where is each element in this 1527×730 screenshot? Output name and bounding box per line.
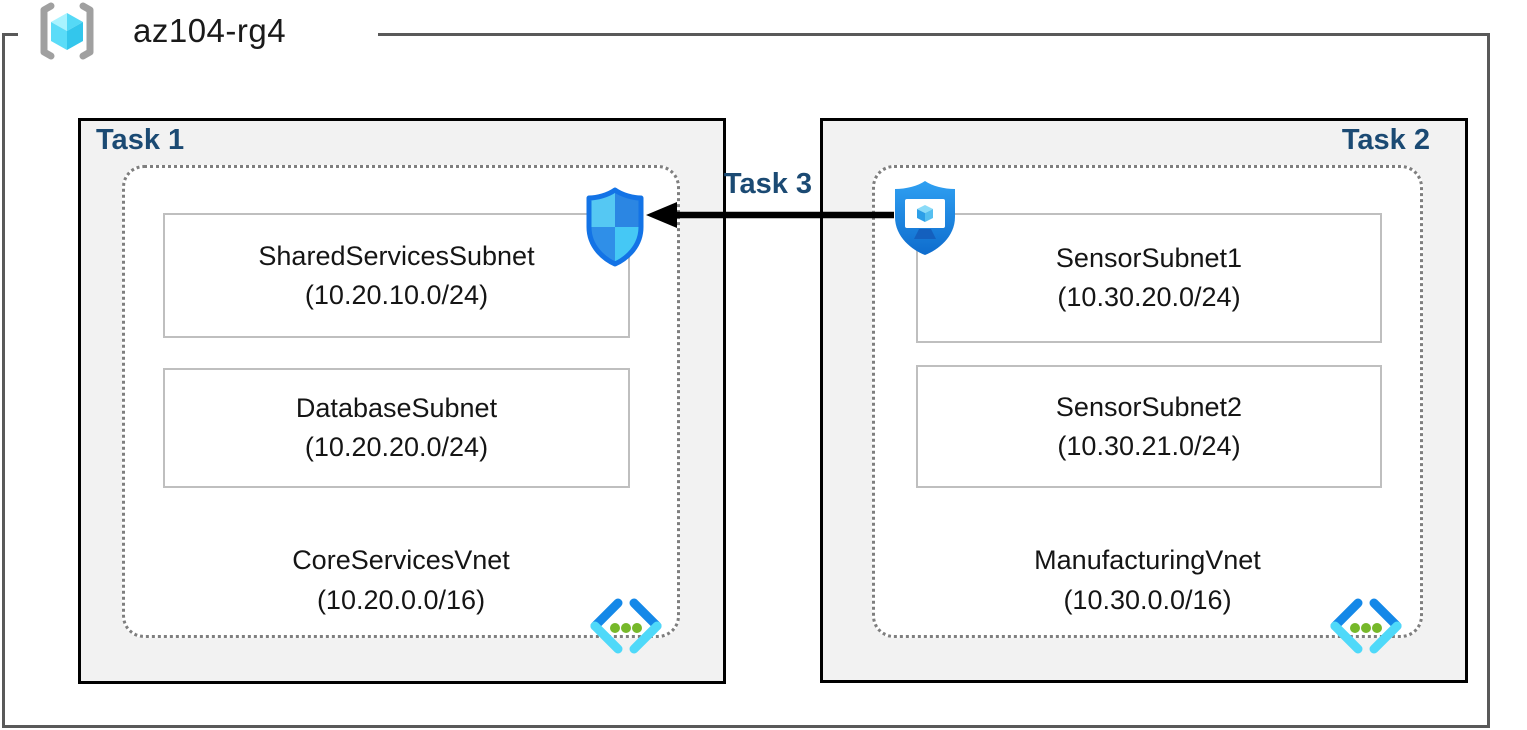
task1-label: Task 1 (96, 124, 185, 156)
vnet-cidr: (10.20.0.0/16) (316, 585, 486, 615)
subnet-cidr: (10.30.21.0/24) (1057, 430, 1241, 461)
left-arrow (646, 202, 894, 228)
subnet-sensor1: SensorSubnet1 (10.30.20.0/24) (916, 213, 1382, 343)
vnet-cidr: (10.30.0.0/16) (1063, 585, 1232, 615)
subnet-cidr: (10.20.20.0/24) (304, 432, 489, 462)
virtual-network-icon (590, 598, 662, 654)
task2-label: Task 2 (1341, 124, 1430, 156)
subnet-sensor2: SensorSubnet2 (10.30.21.0/24) (916, 365, 1382, 488)
vnet2-label: ManufacturingVnet (10.30.0.0/16) (872, 540, 1423, 620)
subnet-cidr: (10.30.20.0/24) (1057, 282, 1241, 312)
legend-mask (18, 25, 378, 41)
task3-label: Task 3 (723, 168, 813, 200)
subnet-database: DatabaseSubnet (10.20.20.0/24) (163, 368, 630, 488)
subnet-name: DatabaseSubnet (295, 393, 498, 423)
subnet-shared-services: SharedServicesSubnet (10.20.10.0/24) (163, 213, 630, 338)
subnet-name: SharedServicesSubnet (258, 240, 535, 271)
shield-monitor-icon (895, 181, 955, 255)
subnet-name: SensorSubnet2 (1055, 391, 1243, 422)
vnet-name: ManufacturingVnet (1034, 545, 1261, 575)
vnet-name: CoreServicesVnet (292, 545, 510, 575)
resource-group-icon (40, 2, 94, 60)
network-security-shield-icon (586, 187, 644, 267)
subnet-cidr: (10.20.10.0/24) (304, 279, 489, 310)
subnet-name: SensorSubnet1 (1055, 243, 1243, 273)
virtual-network-icon (1330, 598, 1402, 654)
resource-group-title: az104-rg4 (133, 12, 287, 49)
vnet1-label: CoreServicesVnet (10.20.0.0/16) (122, 540, 680, 620)
